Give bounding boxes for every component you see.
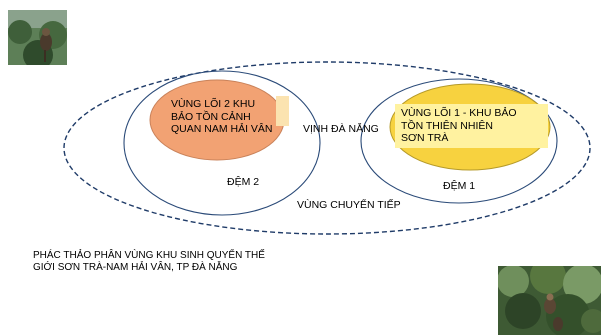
core-zone-1-label: VÙNG LÕI 1 - KHU BẢO TỒN THIÊN NHIÊN SƠN…: [401, 107, 517, 144]
buffer-zone-2-outline: [123, 70, 321, 216]
core-2-label-box: [276, 96, 289, 126]
diagram-caption: PHÁC THẢO PHÂN VÙNG KHU SINH QUYỂN THẾ G…: [33, 250, 265, 273]
buffer-zone-2-label: ĐỆM 2: [227, 176, 260, 188]
buffer-zone-1-label: ĐỆM 1: [443, 180, 476, 192]
buffer-zone-1-outline: [360, 78, 558, 204]
langur-photo: [8, 10, 67, 65]
forest-langur-photo: [498, 266, 601, 335]
transition-zone-label: VÙNG CHUYỂN TIẾP: [297, 199, 401, 211]
bay-label: VỊNH ĐÀ NẴNG: [303, 123, 379, 135]
transition-zone-outline: [63, 61, 591, 235]
core-zone-2-label: VÙNG LÕI 2 KHU BẢO TỒN CẢNH QUAN NAM HẢI…: [171, 98, 273, 135]
core-1-label-box: [395, 104, 548, 148]
